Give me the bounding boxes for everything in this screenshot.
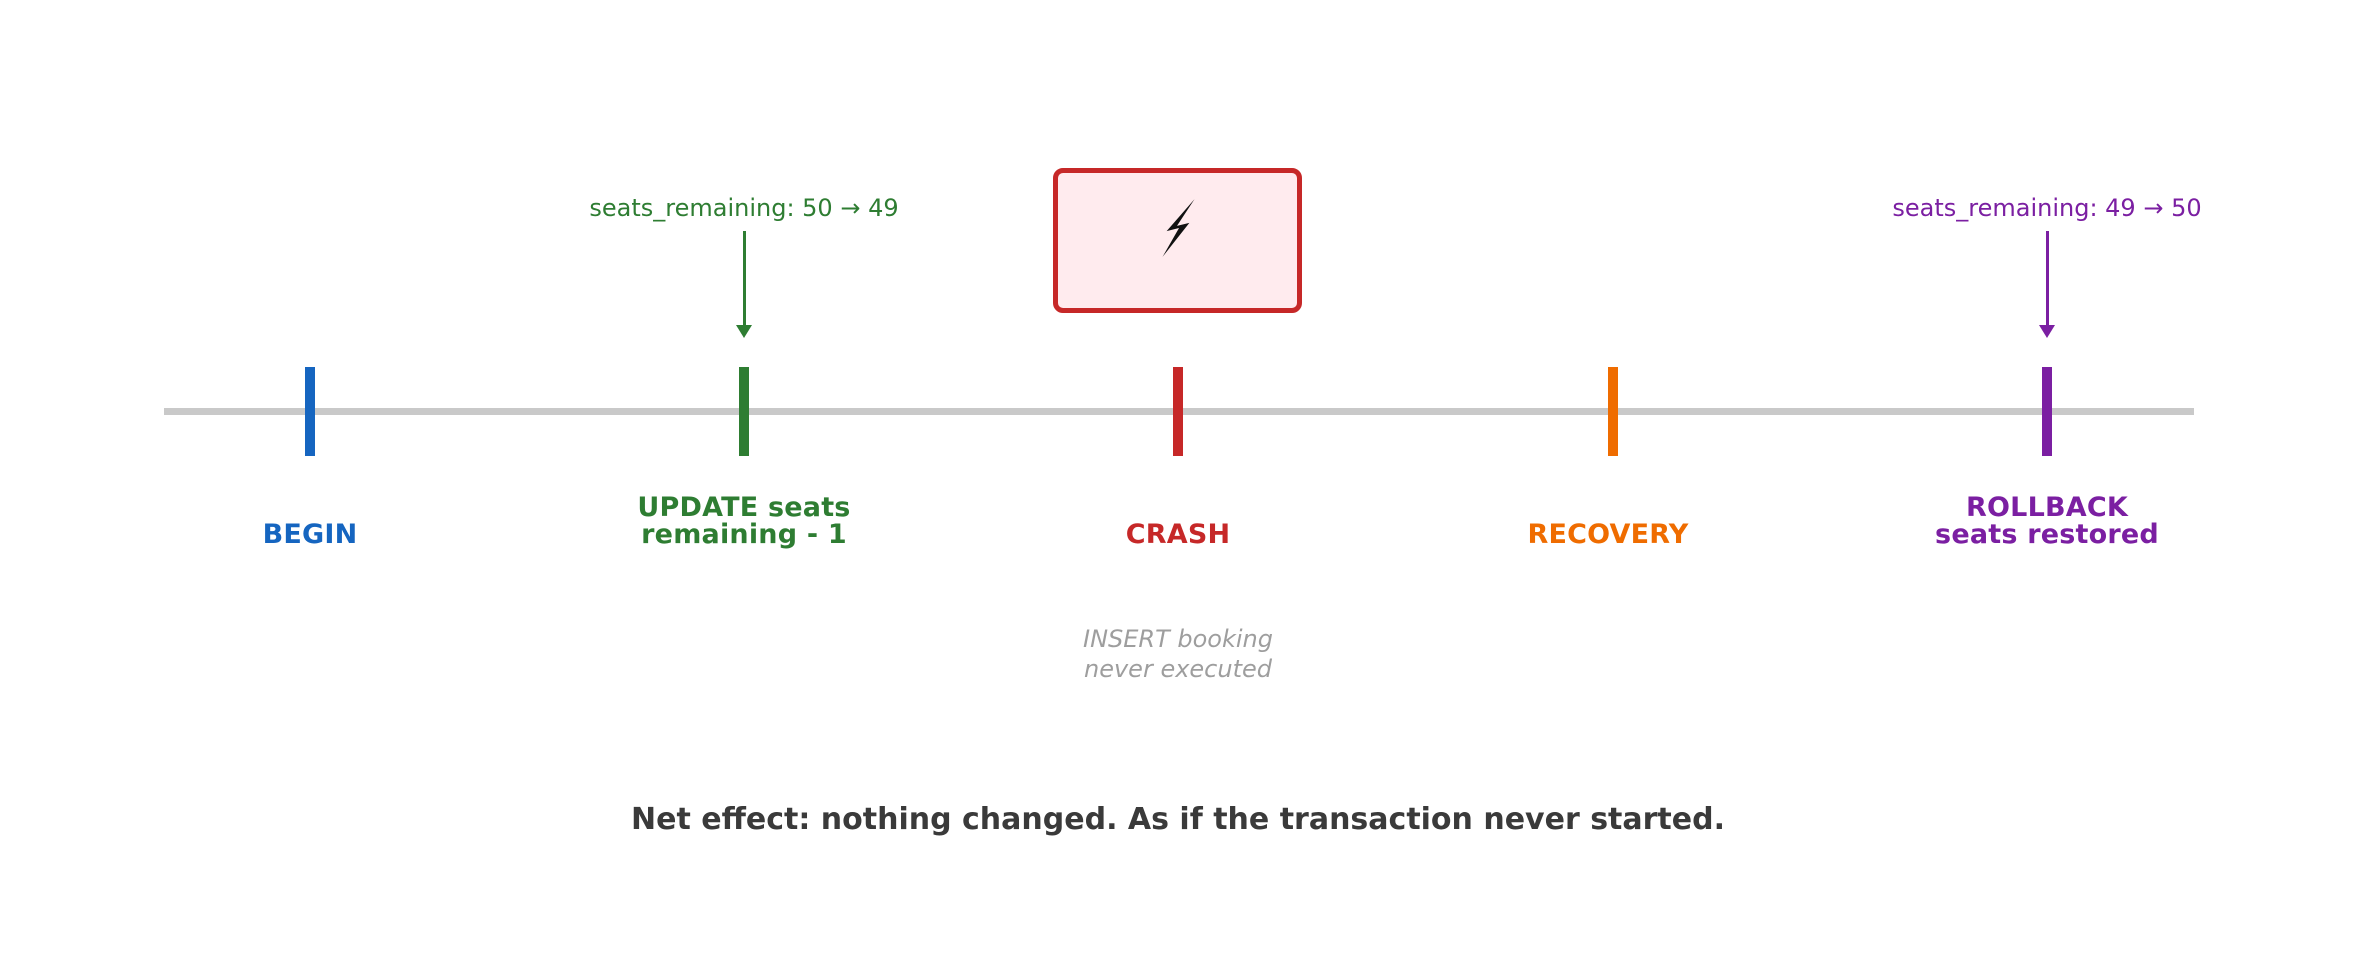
update-annotation: seats_remaining: 50 → 49 <box>589 194 899 222</box>
update-arrowhead-icon <box>736 325 752 338</box>
rollback-arrow <box>2046 231 2049 325</box>
tick-begin <box>305 367 315 456</box>
event-label-recovery: RECOVERY <box>1527 519 1689 550</box>
event-label-begin: BEGIN <box>262 519 358 550</box>
tick-recovery <box>1608 367 1618 456</box>
lightning-bolt-icon <box>1162 199 1195 257</box>
crash-note: INSERT booking never executed <box>1082 625 1273 683</box>
crash-box <box>1053 168 1302 313</box>
rollback-annotation: seats_remaining: 49 → 50 <box>1892 194 2202 222</box>
event-label-crash: CRASH <box>1125 519 1231 550</box>
tick-crash <box>1173 367 1183 456</box>
tick-rollback <box>2042 367 2052 456</box>
tick-update <box>739 367 749 456</box>
net-effect-caption: Net effect: nothing changed. As if the t… <box>631 802 1725 837</box>
update-arrow <box>743 231 746 325</box>
event-label-update: UPDATE seats remaining - 1 <box>637 492 851 550</box>
event-label-rollback: ROLLBACK seats restored <box>1935 492 2159 550</box>
rollback-arrowhead-icon <box>2039 325 2055 338</box>
